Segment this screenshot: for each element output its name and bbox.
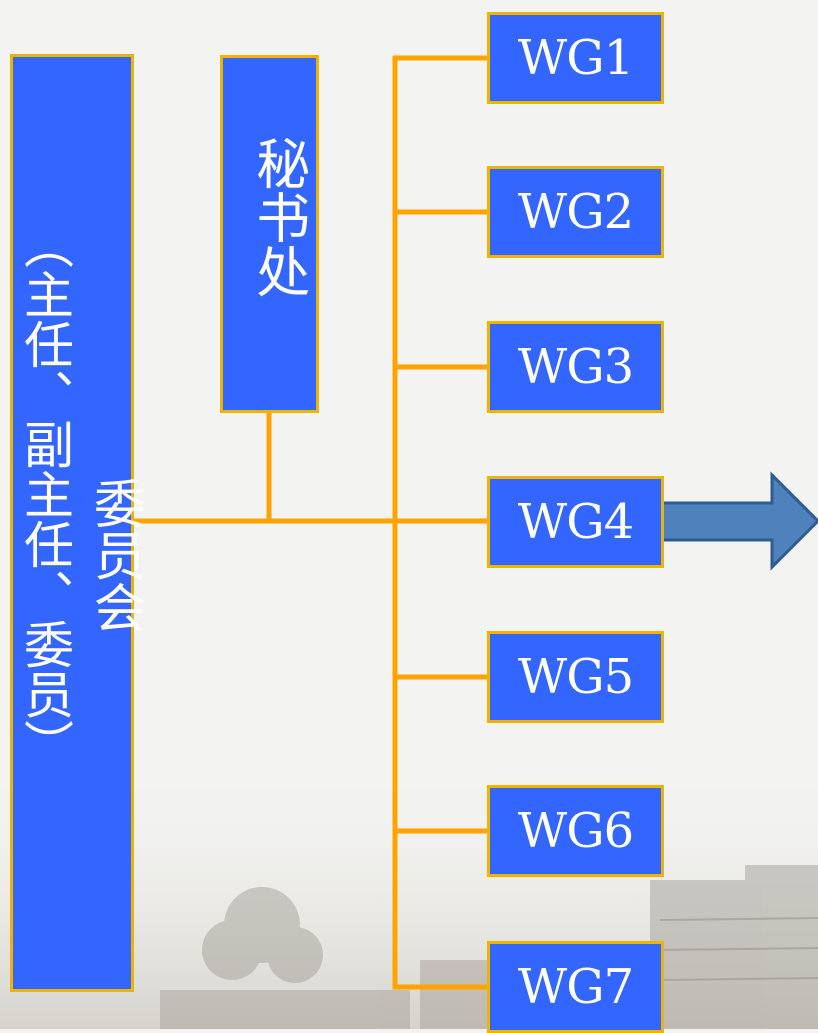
- committee-title: 委员会: [84, 477, 145, 633]
- wg-box-2: WG2: [487, 166, 664, 258]
- secretariat-label: 秘书处: [246, 136, 310, 298]
- wg-box-5: WG5: [487, 631, 664, 723]
- wg-label-3: WG3: [517, 339, 634, 395]
- tree-silhouette: [202, 887, 323, 983]
- committee-box: 委员会 （主任、副主任、委员）: [10, 54, 144, 992]
- wg-label-5: WG5: [517, 649, 634, 705]
- committee-members: （主任、副主任、委员）: [16, 219, 74, 769]
- wg-box-1: WG1: [487, 12, 664, 104]
- right-arrow-icon: [653, 471, 818, 571]
- wg-label-1: WG1: [517, 30, 634, 86]
- secretariat-box: 秘书处: [220, 55, 319, 413]
- building-windows: [659, 917, 818, 981]
- wg-label-4: WG4: [517, 494, 634, 550]
- wg-label-2: WG2: [517, 184, 634, 240]
- wg-box-6: WG6: [487, 785, 664, 877]
- wg-label-7: WG7: [517, 959, 634, 1015]
- wg-box-4: WG4: [487, 476, 664, 568]
- wg-label-6: WG6: [517, 803, 634, 859]
- wg-box-3: WG3: [487, 321, 664, 413]
- wg-box-7: WG7: [487, 941, 664, 1033]
